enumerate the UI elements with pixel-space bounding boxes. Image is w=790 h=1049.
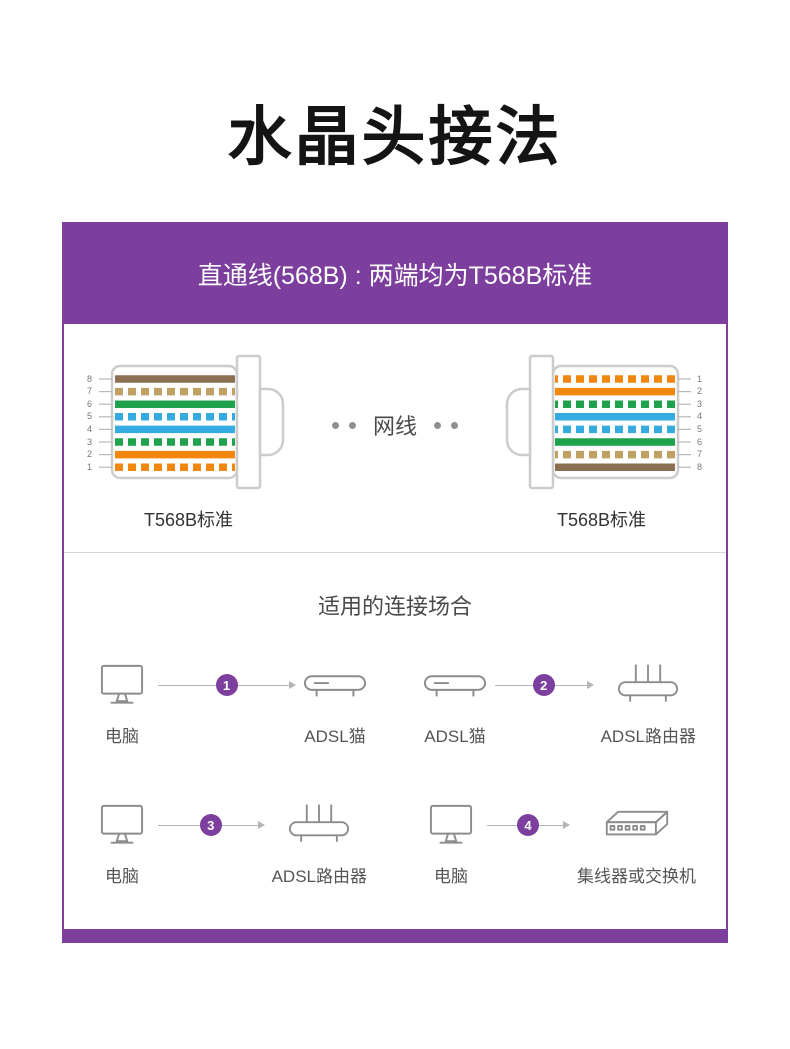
endpoint-label: ADSL猫 bbox=[424, 727, 486, 746]
panel-footer-bar bbox=[64, 929, 726, 941]
scenario-2-to: ADSL路由器 bbox=[601, 657, 696, 747]
step-badge-1: 1 bbox=[215, 674, 238, 696]
arrow-icon bbox=[563, 821, 570, 829]
cable-dot bbox=[331, 421, 339, 429]
arrow-icon bbox=[289, 681, 296, 689]
cable-dot bbox=[451, 421, 458, 429]
switch-icon bbox=[603, 797, 671, 853]
endpoint-label: ADSL路由器 bbox=[271, 867, 367, 886]
rj45-plug-right-icon bbox=[505, 354, 691, 490]
scenario-4-to: 集线器或交换机 bbox=[577, 797, 696, 887]
scenario-3-link: 3 bbox=[158, 797, 265, 853]
scenario-3-from: 电脑 bbox=[94, 797, 150, 887]
scenario-4-link: 4 bbox=[487, 797, 570, 853]
arrow-icon bbox=[257, 821, 265, 829]
endpoint-label: 电脑 bbox=[105, 727, 139, 746]
scenario-3-to: ADSL路由器 bbox=[272, 797, 367, 887]
scenario-2: ADSL猫 2 bbox=[423, 657, 696, 747]
page-title: 水晶头接法 bbox=[227, 101, 563, 173]
cable-label-group: 网线 bbox=[327, 409, 463, 441]
scenario-4: 电脑 4 bbox=[423, 797, 696, 887]
right-connector-label: T568B标准 bbox=[556, 510, 646, 530]
scenario-2-link: 2 bbox=[495, 657, 594, 713]
scenario-1-from: 电脑 bbox=[94, 657, 150, 747]
section-divider bbox=[64, 552, 726, 553]
computer-icon bbox=[428, 797, 474, 853]
cable-label: 网线 bbox=[372, 414, 417, 439]
adsl-router-icon bbox=[617, 657, 679, 713]
left-connector-label: T568B标准 bbox=[143, 510, 234, 530]
scenario-grid: 电脑 1 ADSL猫 bbox=[94, 657, 696, 887]
adsl-router-icon bbox=[288, 797, 350, 853]
scenario-1: 电脑 1 ADSL猫 bbox=[94, 657, 367, 747]
step-badge-4: 4 bbox=[517, 814, 539, 836]
endpoint-label: 电脑 bbox=[434, 867, 468, 886]
adsl-modem-icon bbox=[423, 657, 487, 713]
step-badge-2: 2 bbox=[532, 674, 555, 696]
scenarios-title: 适用的连接场合 bbox=[317, 594, 472, 619]
scenario-4-from: 电脑 bbox=[423, 797, 479, 887]
scenario-1-link: 1 bbox=[158, 657, 296, 713]
computer-icon bbox=[99, 797, 145, 853]
rj45-plug-left-icon bbox=[99, 354, 285, 490]
step-badge-3: 3 bbox=[199, 814, 222, 836]
cable-dot bbox=[348, 421, 356, 429]
endpoint-label: 电脑 bbox=[105, 867, 139, 886]
panel-header-text: 直通线(568B) : 两端均为T568B标准 bbox=[197, 262, 593, 290]
scenarios-section: 适用的连接场合 电脑 1 bbox=[64, 553, 726, 929]
endpoint-label: ADSL路由器 bbox=[600, 727, 696, 746]
scenario-3: 电脑 3 bbox=[94, 797, 367, 887]
computer-icon bbox=[99, 657, 145, 713]
adsl-modem-icon bbox=[303, 657, 367, 713]
panel-header: 直通线(568B) : 两端均为T568B标准 bbox=[64, 224, 726, 324]
endpoint-label: ADSL猫 bbox=[304, 727, 366, 746]
endpoint-label: 集线器或交换机 bbox=[577, 867, 696, 886]
arrow-icon bbox=[586, 681, 594, 689]
scenario-2-from: ADSL猫 bbox=[423, 657, 487, 747]
cable-dot bbox=[434, 421, 441, 429]
scenario-1-to: ADSL猫 bbox=[303, 657, 367, 747]
